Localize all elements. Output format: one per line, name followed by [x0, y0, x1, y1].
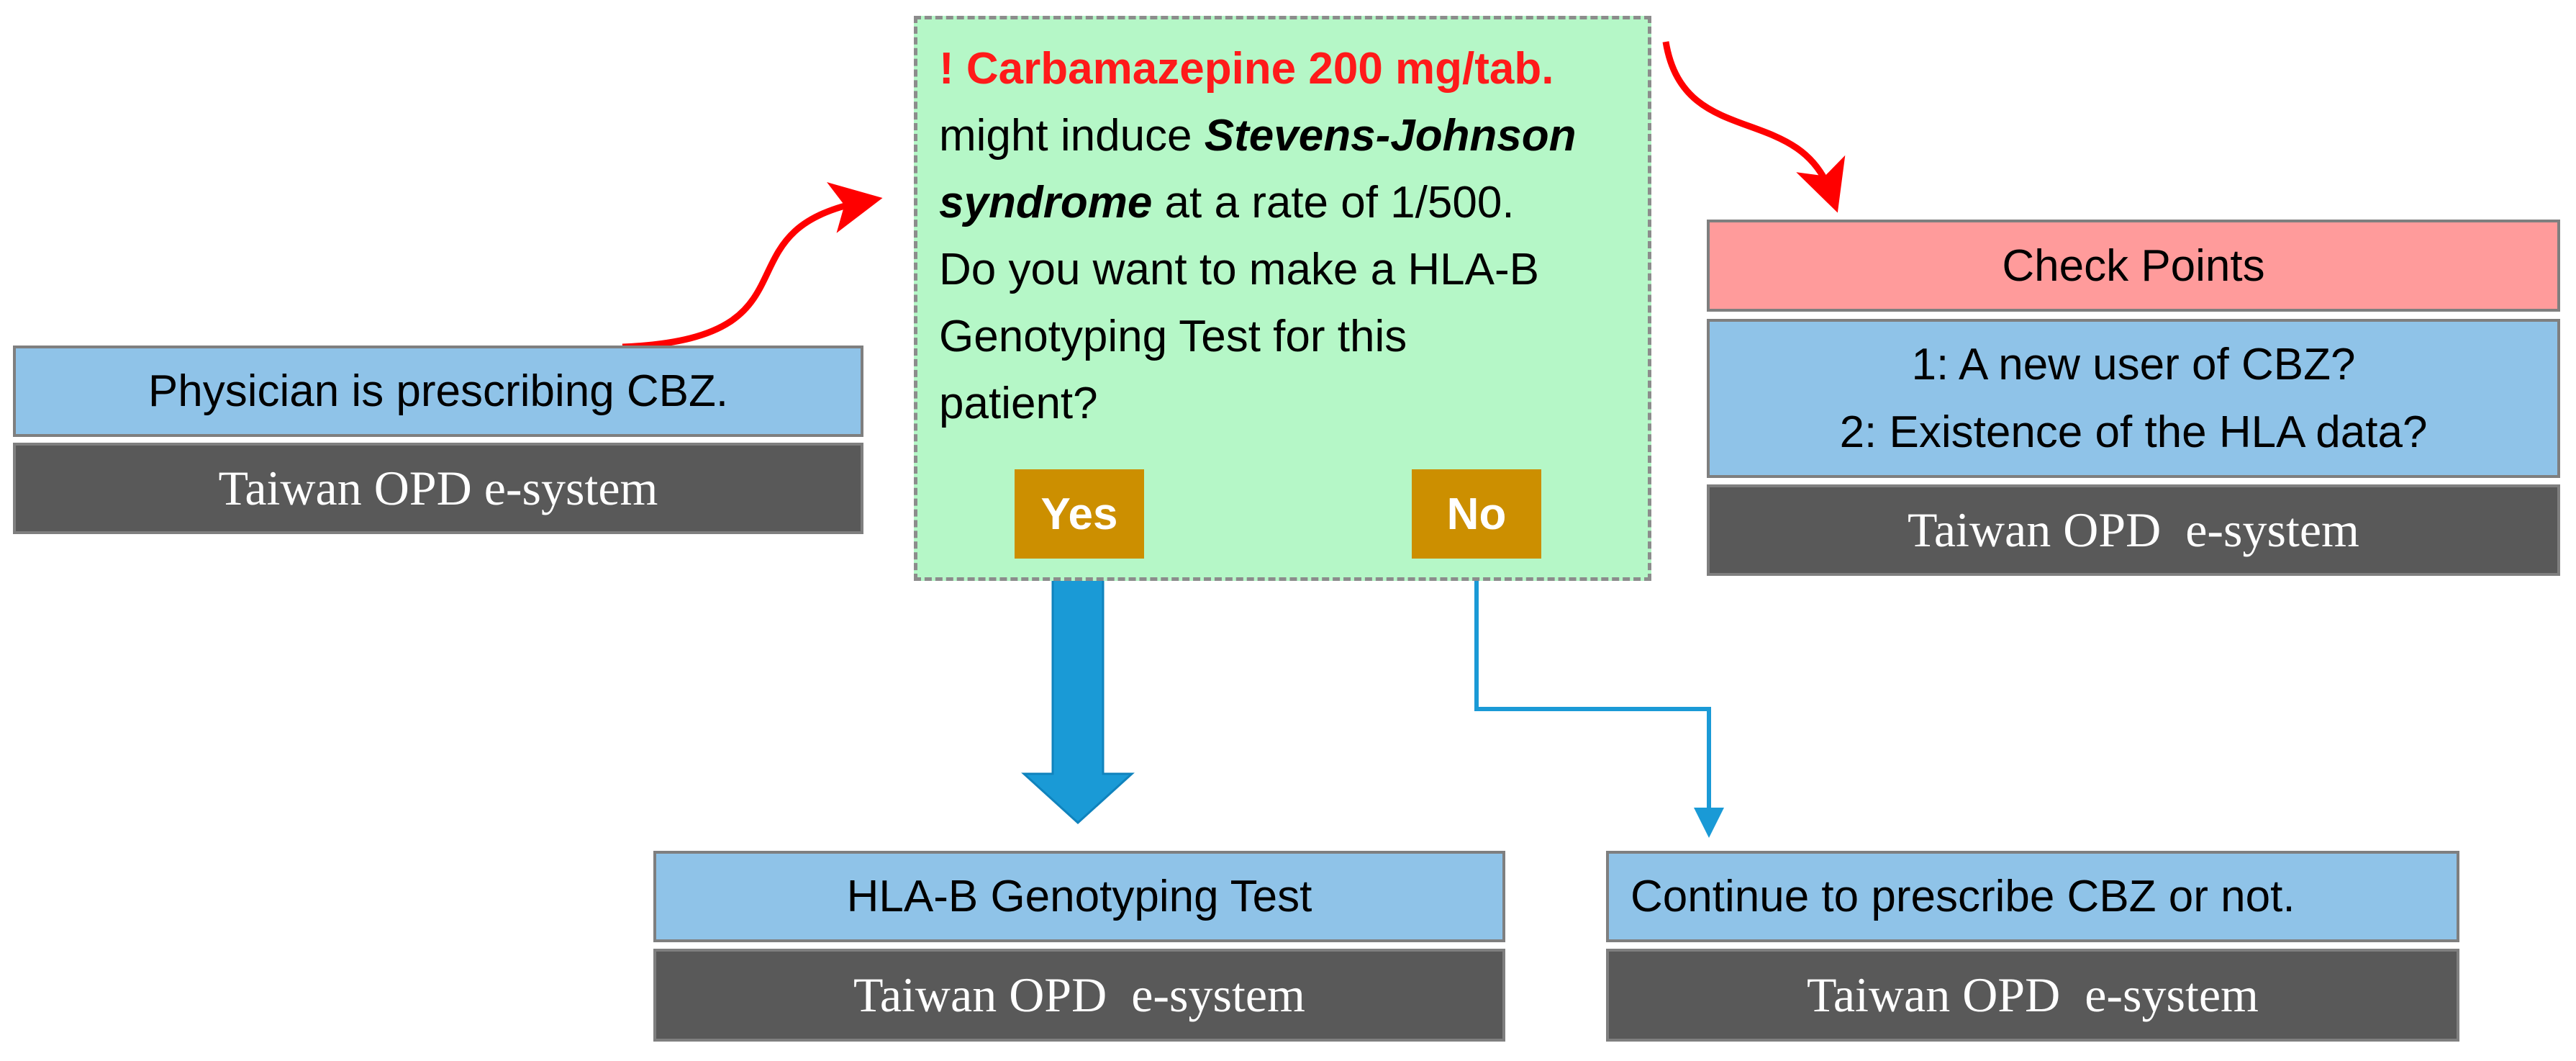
check-points-system-label: Taiwan OPD e-system: [1908, 502, 2359, 557]
no-button[interactable]: No: [1412, 469, 1541, 559]
check-points-title: Check Points: [2002, 240, 2265, 291]
continue-system-label: Taiwan OPD e-system: [1807, 967, 2259, 1022]
check-points-system-box: Taiwan OPD e-system: [1707, 484, 2560, 576]
continue-system-box: Taiwan OPD e-system: [1606, 949, 2459, 1042]
physician-system-box: Taiwan OPD e-system: [13, 443, 863, 534]
physician-label: Physician is prescribing CBZ.: [148, 366, 729, 416]
arrow-alert-to-checkpoints: [1662, 41, 1846, 213]
alert-emph-b: syndrome: [939, 178, 1153, 227]
alert-warning: ! Carbamazepine 200 mg/tab.: [939, 44, 1554, 94]
check-points-header: Check Points: [1707, 220, 2560, 312]
arrow-no-to-continue: [1474, 576, 1724, 838]
check-point-1: 1: A new user of CBZ?: [1911, 339, 2356, 389]
alert-emph-a: Stevens-Johnson: [1204, 111, 1577, 161]
physician-box: Physician is prescribing CBZ.: [13, 346, 863, 437]
yes-button[interactable]: Yes: [1015, 469, 1144, 559]
alert-line-e: patient?: [939, 379, 1098, 428]
continue-box: Continue to prescribe CBZ or not.: [1606, 851, 2459, 942]
check-points-list: 1: A new user of CBZ? 2: Existence of th…: [1707, 319, 2560, 478]
hla-system-label: Taiwan OPD e-system: [853, 967, 1305, 1022]
alert-line-b: at a rate of 1/500.: [1152, 178, 1515, 227]
arrow-yes-to-hla: [1021, 574, 1135, 825]
alert-line-a: might induce: [939, 111, 1205, 161]
continue-label: Continue to prescribe CBZ or not.: [1631, 872, 2295, 921]
physician-system-label: Taiwan OPD e-system: [218, 461, 658, 515]
alert-line-d: Genotyping Test for this: [939, 312, 1407, 361]
hla-test-label: HLA-B Genotyping Test: [846, 872, 1312, 921]
arrow-physician-to-alert: [622, 182, 883, 351]
hla-system-box: Taiwan OPD e-system: [653, 949, 1505, 1042]
alert-line-c: Do you want to make a HLA-B: [939, 245, 1539, 294]
alert-message: ! Carbamazepine 200 mg/tab. might induce…: [939, 35, 1626, 437]
hla-test-box: HLA-B Genotyping Test: [653, 851, 1505, 942]
check-point-2: 2: Existence of the HLA data?: [1839, 407, 2428, 457]
